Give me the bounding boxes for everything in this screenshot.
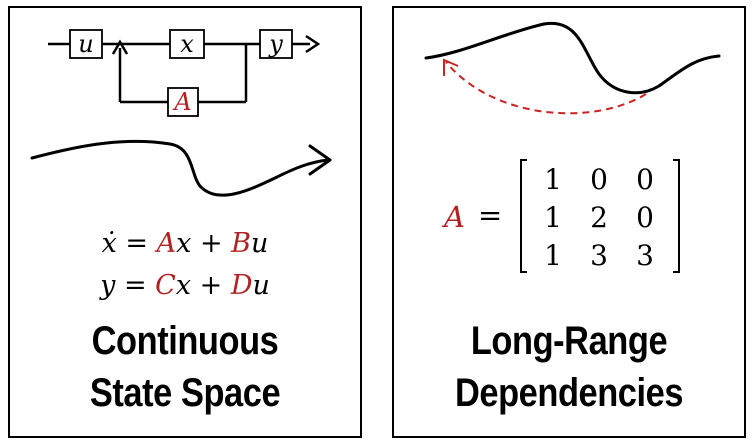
continuous-state-space-panel: u x y A ẋ = Ax + Bu y = Cx + Du Continuo… [8,6,362,438]
equals-sign: = [123,270,147,301]
matrix-left-bracket [520,159,527,273]
matrix-cell: 0 [590,162,608,196]
matrix-cell: 1 [544,162,562,196]
plus-sign: + [199,270,223,301]
matrix-C-symbol: C [155,270,176,301]
matrix-right-bracket [673,159,680,273]
block-A-label: A [172,88,191,116]
matrix-cell: 0 [636,200,654,234]
panel-title-line1: Long-Range [470,319,668,363]
matrix-A-label: A [444,200,465,234]
matrix-row: 1 0 0 [530,160,670,198]
plus-sign: + [199,228,223,259]
state-equation: ẋ = Ax + Bu [10,228,360,260]
matrix-cell: 3 [636,238,654,272]
continuous-signal-curve [30,139,330,197]
matrix-cell: 0 [636,162,654,196]
matrix-cell: 1 [544,238,562,272]
matrix-D-symbol: D [230,270,253,301]
x-dot: ẋ [101,228,117,259]
equals-sign: = [125,228,149,259]
matrix-equals-sign: = [478,198,503,232]
matrix-cell: 1 [544,200,562,234]
block-diagram: u x y A [30,29,332,197]
block-x-label: x [180,30,194,58]
matrix-A-symbol: A [156,228,177,259]
output-equation: y = Cx + Du [10,270,360,302]
matrix-grid: 1 0 0 1 2 0 1 3 3 [530,160,670,274]
feedback-arrowhead [111,39,129,55]
block-y-label: y [268,30,283,58]
long-range-dependencies-panel: A = 1 0 0 1 2 0 1 3 3 Long-Range Depende… [392,6,746,438]
u-symbol: u [251,228,269,259]
matrix-cell: 3 [590,238,608,272]
matrix-row: 1 2 0 [530,198,670,236]
x-symbol: x [176,228,192,259]
u-symbol: u [252,270,270,301]
block-y [259,29,293,59]
panel-title-line2: Dependencies [454,371,684,415]
dependency-illustration [424,21,721,273]
x-symbol: x [175,270,192,301]
output-arrowhead [305,34,321,54]
block-u-label: u [78,30,93,58]
y-symbol: y [100,270,116,301]
matrix-row: 1 3 3 [530,236,670,274]
curve-arrowhead [308,144,332,176]
block-A [167,87,199,117]
panel-title-line1: Continuous [91,319,279,363]
sequence-curve [424,21,721,95]
block-x [169,29,205,59]
dependency-arrowhead [443,58,459,76]
matrix-B-symbol: B [231,228,252,259]
panel-title-line2: State Space [89,371,281,415]
matrix-cell: 2 [590,200,608,234]
